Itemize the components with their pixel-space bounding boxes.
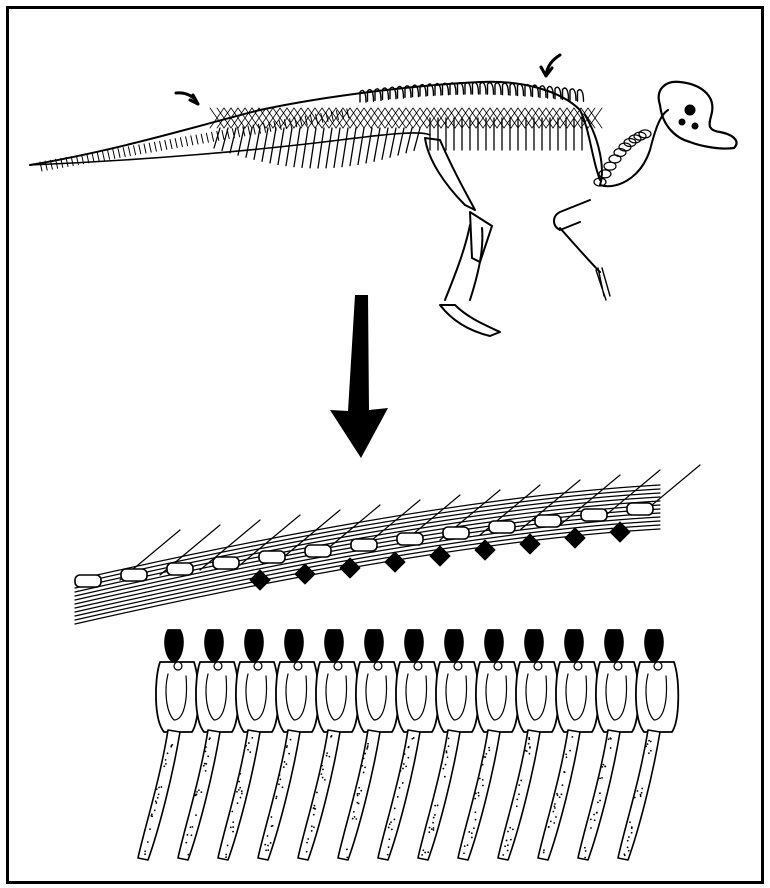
- forelimb-lower: [560, 228, 600, 272]
- marker-arrow-right: [541, 55, 560, 76]
- vertebrae-detail: [75, 465, 700, 860]
- orbit: [685, 105, 695, 115]
- zoom-arrow: [330, 295, 388, 458]
- marker-arrow-left: [176, 93, 198, 104]
- femur: [425, 138, 475, 210]
- skeleton-illustration: [30, 55, 736, 336]
- skull: [659, 82, 737, 149]
- forelimb-upper: [554, 200, 590, 230]
- hind-foot: [440, 305, 500, 336]
- shin: [445, 225, 470, 300]
- forefoot: [596, 268, 610, 300]
